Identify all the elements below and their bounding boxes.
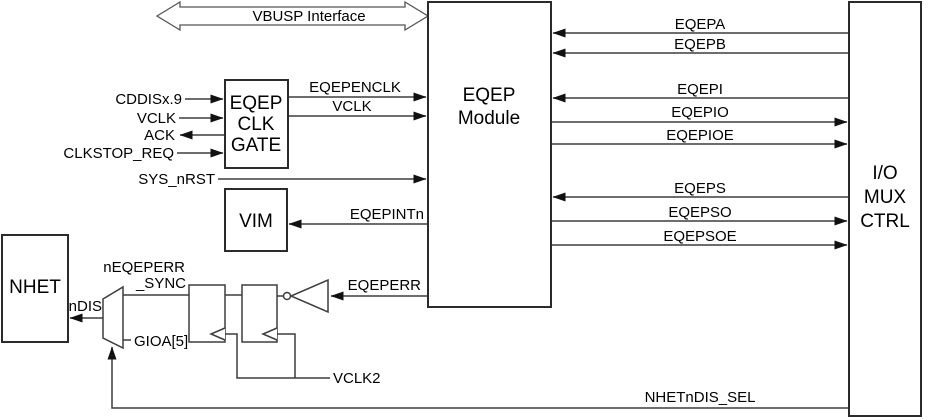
io-mux-ctrl-box <box>848 1 922 417</box>
eqepioe-label: EQEPIOE <box>666 127 734 144</box>
nhet-box <box>1 234 69 343</box>
vclk-to-module-label: VCLK <box>332 98 371 115</box>
nhet-label: NHET <box>9 277 61 298</box>
vbusp-interface-label: VBUSP Interface <box>252 8 365 25</box>
eqep-module-box <box>427 1 552 308</box>
mux-icon <box>102 285 124 350</box>
eqeps-label: EQEPS <box>674 180 726 197</box>
eqep-clk-gate-label-line3: GATE <box>231 135 281 156</box>
nhetndis-sel-label: NHETnDIS_SEL <box>645 389 756 406</box>
cddis-label: CDDISx.9 <box>115 91 182 108</box>
eqep-clk-gate-label-line2: CLK <box>238 114 275 135</box>
signal-wires <box>69 28 849 409</box>
eqepso-label: EQEPSO <box>668 204 731 221</box>
eqepintn-label: EQEPINTn <box>350 206 424 223</box>
flipflop2-clock-icon <box>261 327 278 341</box>
io-mux-ctrl-label-line1: I/O <box>872 163 897 184</box>
gioa5-label: GIOA[5] <box>134 333 188 350</box>
vclk2-label: VCLK2 <box>333 370 381 387</box>
eqep-clk-gate-box <box>224 79 289 169</box>
clkstop-req-label: CLKSTOP_REQ <box>63 145 174 162</box>
eqepenclk-label: EQEPENCLK <box>309 79 401 96</box>
eqepio-label: EQEPIO <box>671 104 729 121</box>
flipflop1-clock-icon <box>209 327 226 341</box>
vclk2-clock-net <box>225 333 330 379</box>
neqeperr-sync-label-line2: _SYNC <box>135 275 186 292</box>
io-mux-ctrl-label-line3: CTRL <box>860 211 910 232</box>
eqepi-label: EQEPI <box>677 81 723 98</box>
eqeperr-label: EQEPERR <box>348 277 422 294</box>
eqepb-label: EQEPB <box>674 36 726 53</box>
eqepa-label: EQEPA <box>675 16 726 33</box>
eqep-module-label-line2: Module <box>458 108 520 129</box>
sys-nrst-label: SYS_nRST <box>138 171 215 188</box>
eqep-module-label-line1: EQEP <box>463 85 516 106</box>
nhetndis-sel-wire <box>107 346 849 409</box>
inverter-bubble-icon <box>282 291 292 301</box>
vclk-gate-in-label: VCLK <box>137 110 176 127</box>
vim-box <box>224 188 288 252</box>
io-mux-ctrl-label-line2: MUX <box>864 187 907 208</box>
ndis-label: nDIS <box>69 298 102 315</box>
neqeperr-sync-label-line1: nEQEPERR <box>103 259 185 276</box>
vim-label: VIM <box>239 211 273 232</box>
eqepsoe-label: EQEPSOE <box>663 228 736 245</box>
inverter-icon <box>289 278 329 314</box>
eqep-clk-gate-label-line1: EQEP <box>230 93 283 114</box>
ack-label: ACK <box>144 127 175 144</box>
